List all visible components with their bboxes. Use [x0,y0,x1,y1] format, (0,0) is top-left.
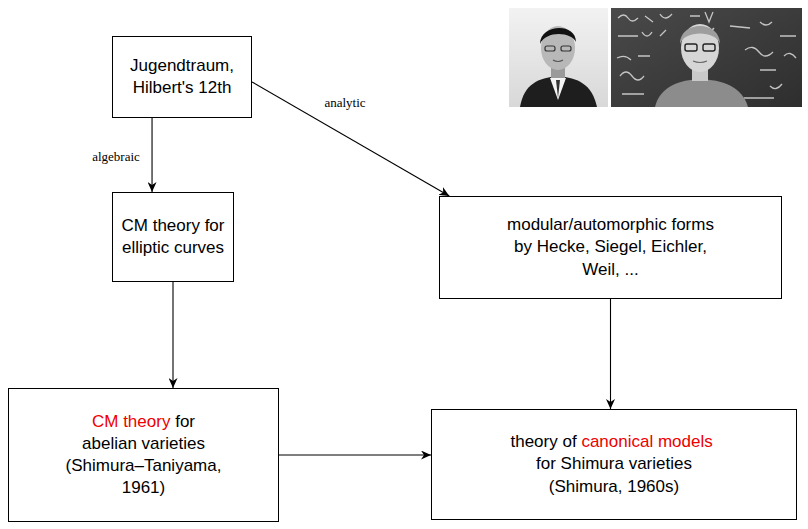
box-text: theory of canonical models for Shimura var… [507,431,722,497]
box-text: CM theoryfor abelian varieties (Shimura–… [63,411,224,499]
concept-box: CM theory for elliptic curves [112,192,234,282]
highlight-text: CM theory [92,412,170,431]
box-text: modular/automorphic forms by Hecke, Sieg… [498,214,723,280]
arrow-connector [279,454,431,455]
portrait-photo [509,8,608,107]
box-text: Jugendtraum, Hilbert's 12th [123,55,241,99]
concept-box: Jugendtraum, Hilbert's 12th [112,36,252,118]
concept-box: CM theoryfor abelian varieties (Shimura–… [8,388,279,522]
box-label: modular/automorphic forms by Hecke, Sieg… [507,215,714,278]
arrow-connector [172,282,173,388]
concept-box: theory of canonical models for Shimura var… [431,409,797,520]
highlight-text: canonical models [581,432,712,451]
arrow-connector [151,118,152,192]
arrow-connector [610,299,611,409]
arrow-connector [252,82,449,196]
box-label: for Shimura varieties (Shimura, 1960s) [507,453,722,497]
box-label: Jugendtraum, Hilbert's 12th [130,56,234,97]
box-text: CM theory for elliptic curves [118,215,228,259]
box-label: theory of [510,432,576,451]
edge-label: analytic [322,95,367,111]
edge-label: algebraic [90,149,142,165]
concept-box: modular/automorphic forms by Hecke, Sieg… [439,196,782,299]
portrait-photo [611,8,802,107]
box-label: CM theory for elliptic curves [122,216,225,257]
